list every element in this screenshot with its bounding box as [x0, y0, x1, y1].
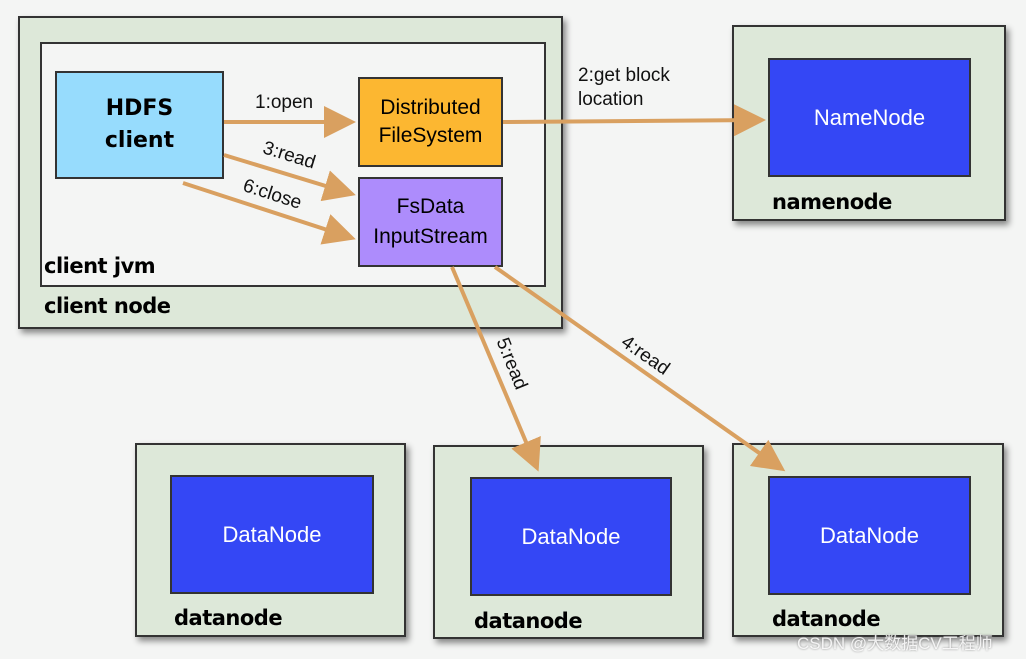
client-node-label: client node [44, 294, 171, 318]
arrow-read-4 [493, 265, 786, 472]
fsdata-inputstream: FsData InputStream [358, 177, 503, 267]
arrow-read-3 [223, 153, 356, 202]
datanode-box-3: DataNode [768, 476, 971, 595]
arrow-read-5 [450, 266, 541, 472]
datanode-label-3: datanode [772, 607, 881, 631]
arrow-close [182, 181, 356, 245]
label-get-block: 2:get block location [578, 65, 670, 110]
watermark: CSDN @大数据CV工程师 [797, 634, 993, 653]
arrow-get-block [502, 104, 766, 137]
hdfs-client: HDFS client [55, 71, 224, 179]
datanode-label-2: datanode [474, 609, 583, 633]
client-jvm-label: client jvm [44, 254, 156, 278]
datanode-label-1: datanode [174, 606, 283, 630]
namenode-label: namenode [772, 190, 892, 214]
distributed-filesystem: Distributed FileSystem [358, 77, 503, 167]
label-open: 1:open [255, 92, 314, 113]
namenode-box: NameNode [768, 58, 971, 177]
datanode-box-2: DataNode [470, 477, 672, 596]
datanode-box-1: DataNode [170, 475, 374, 594]
